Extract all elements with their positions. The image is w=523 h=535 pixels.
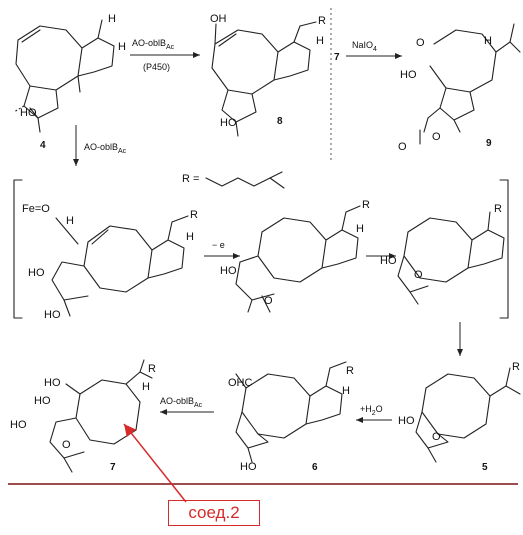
- compound-6-ohc-label: OHC: [228, 377, 253, 389]
- intermediate-a-h-label: H: [66, 215, 74, 227]
- compound-7-ho2-label: HO: [34, 395, 51, 407]
- bracket-right: [499, 179, 509, 319]
- intermediate-a-r-label: R: [190, 209, 198, 221]
- hydration-label: +H2O: [360, 404, 383, 417]
- compound-8-h-label: H: [316, 35, 324, 47]
- final-reagent: AO-oblBAc: [160, 396, 203, 409]
- intermediate-c-structure: [397, 211, 505, 305]
- compound-9-ho-label: HO: [400, 69, 417, 81]
- compound-9-structure: [419, 23, 521, 145]
- compound-9-o2-label: O: [432, 131, 441, 143]
- intermediate-a-ho2-label: HO: [44, 309, 61, 321]
- intermediate-b-ho-label: HO: [220, 265, 237, 277]
- compound-7-ho-label: HO: [44, 377, 61, 389]
- compound-8-structure: [211, 21, 317, 137]
- compound-9-h-label: H: [484, 35, 492, 47]
- compound-9-o-label: O: [416, 37, 425, 49]
- step1-reagent: AO-oblBAc: [132, 38, 175, 51]
- compound-4-number: 4: [40, 140, 46, 151]
- compound-7-structure: [49, 359, 153, 473]
- compound-6-structure: [235, 361, 347, 463]
- intermediate-b-structure: [235, 205, 361, 313]
- compound-8-number: 8: [277, 116, 283, 127]
- step3-reagent: AO-oblBAc: [84, 142, 127, 155]
- compound-5-number: 5: [482, 462, 488, 473]
- bracket-left: [13, 179, 23, 319]
- callout-label: соед.2: [188, 503, 240, 522]
- intermediate-a-h2-label: H: [186, 231, 194, 243]
- intermediate-a-feo-label: Fe=O: [22, 203, 50, 215]
- compound-6-r-label: R: [346, 365, 354, 377]
- r-side-chain-branch: [269, 177, 285, 189]
- compound-8-r-label: R: [318, 15, 326, 27]
- r-definition: R =: [182, 173, 199, 185]
- step1-condition: (P450): [143, 62, 170, 72]
- compound-5-ho-label: HO: [398, 415, 415, 427]
- compound-7-number: 7: [110, 462, 116, 473]
- compound-5-r-label: R: [512, 361, 520, 373]
- one-electron-label: − e: [212, 240, 225, 250]
- compound-4-h-label: H: [108, 13, 116, 25]
- compound-4-h2-label: H: [118, 41, 126, 53]
- callout-box: [168, 500, 260, 526]
- compound-8-ho-label: HO: [220, 117, 237, 129]
- compound-6-h-label: H: [342, 385, 350, 397]
- compound-9-o3-label: O: [398, 141, 407, 153]
- intermediate-c-ho-label: HO: [380, 255, 397, 267]
- compound-7-r-label: R: [148, 363, 156, 375]
- compound-7-h-label: H: [142, 381, 150, 393]
- compound-6-ho-label: HO: [240, 461, 257, 473]
- step2-compound-label: 7: [334, 52, 340, 63]
- compound-6-number: 6: [312, 462, 318, 473]
- compound-4-structure: [13, 19, 115, 133]
- compound-7-o-label: O: [62, 439, 71, 451]
- intermediate-a-structure: [51, 215, 189, 317]
- intermediate-b-o-label: O: [264, 295, 273, 307]
- intermediate-c-r-label: R: [494, 203, 502, 215]
- intermediate-b-h-label: H: [356, 223, 364, 235]
- callout-arrow: [123, 423, 187, 503]
- compound-5-o-label: O: [432, 431, 441, 443]
- r-side-chain: [205, 171, 283, 187]
- compound-9-number: 9: [486, 138, 492, 149]
- compound-8-oh-label: OH: [210, 13, 227, 25]
- compound-4-ho-label: HO: [20, 107, 37, 119]
- intermediate-c-o-label: O: [414, 269, 423, 281]
- step2-reagent: NaIO4: [352, 40, 377, 53]
- intermediate-a-ho-label: HO: [28, 267, 45, 279]
- compound-5-structure: [415, 367, 521, 463]
- compound-7-ho3-label: HO: [10, 419, 27, 431]
- intermediate-b-r-label: R: [362, 199, 370, 211]
